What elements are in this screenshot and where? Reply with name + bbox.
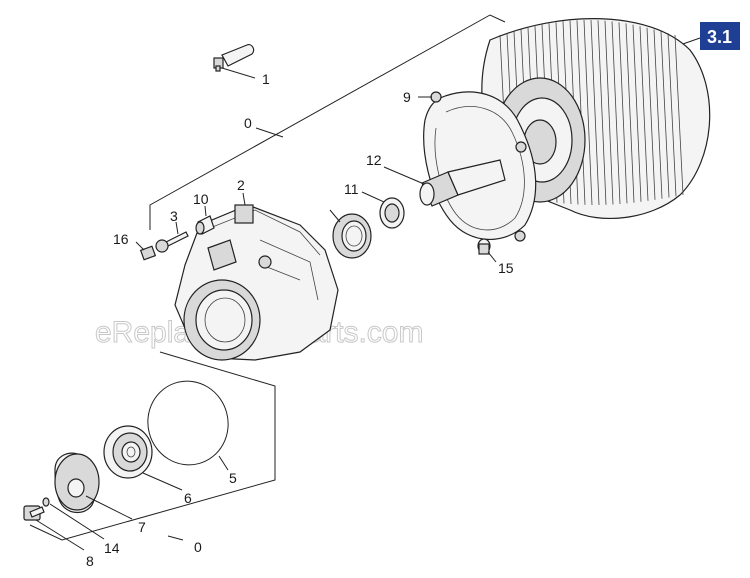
- part-8-screw: [23, 505, 45, 521]
- part-15-nut: [477, 238, 491, 255]
- label-12: 12: [366, 152, 382, 168]
- motor-fin: [632, 24, 642, 202]
- label-3: 3: [170, 208, 178, 224]
- label-0-bottom: 0: [194, 539, 202, 555]
- part-14-washer: [42, 497, 50, 507]
- label-9: 9: [403, 89, 411, 105]
- motor-fin: [611, 21, 621, 205]
- label-11: 11: [344, 181, 359, 197]
- motor-fin: [653, 29, 663, 199]
- label-14: 14: [104, 540, 120, 556]
- part-10-plug: [195, 215, 215, 235]
- part-labels: 0 1 2 3 10 16 11 12 9 15 5 6 7 14 8 0: [86, 71, 514, 569]
- label-7: 7: [138, 519, 146, 535]
- motor-fin: [667, 33, 677, 197]
- motor-fin: [639, 26, 649, 201]
- label-10: 10: [193, 191, 209, 207]
- motor-fin: [583, 19, 593, 206]
- label-5: 5: [229, 470, 237, 486]
- motor-fin: [590, 19, 600, 206]
- part-4-ring: [332, 213, 372, 259]
- part-2-pump-housing: [174, 204, 339, 361]
- motor-fin: [604, 20, 614, 205]
- label-0-top: 0: [244, 115, 252, 131]
- motor-fin: [597, 20, 607, 205]
- label-1: 1: [262, 71, 270, 87]
- motor-fin: [674, 34, 684, 196]
- section-badge: 3.1: [679, 22, 740, 50]
- section-badge-text: 3.1: [707, 27, 732, 47]
- motor-fin: [618, 22, 628, 204]
- part-6-bearing: [103, 425, 153, 479]
- motor-fin: [660, 31, 670, 198]
- part-3-bolt: [155, 231, 189, 253]
- label-2: 2: [237, 177, 245, 193]
- part-5-oring: [147, 380, 229, 466]
- label-6: 6: [184, 490, 192, 506]
- part-11-seal: [379, 197, 405, 229]
- leader-lines: [29, 14, 506, 551]
- label-16: 16: [113, 231, 129, 247]
- motor-fin: [646, 27, 656, 200]
- motor-fin: [625, 23, 635, 203]
- part-7-disc: [54, 452, 100, 514]
- part-1-capsule: [213, 44, 255, 72]
- label-15: 15: [498, 260, 514, 276]
- part-12-shaft: [419, 159, 506, 207]
- label-8: 8: [86, 553, 94, 569]
